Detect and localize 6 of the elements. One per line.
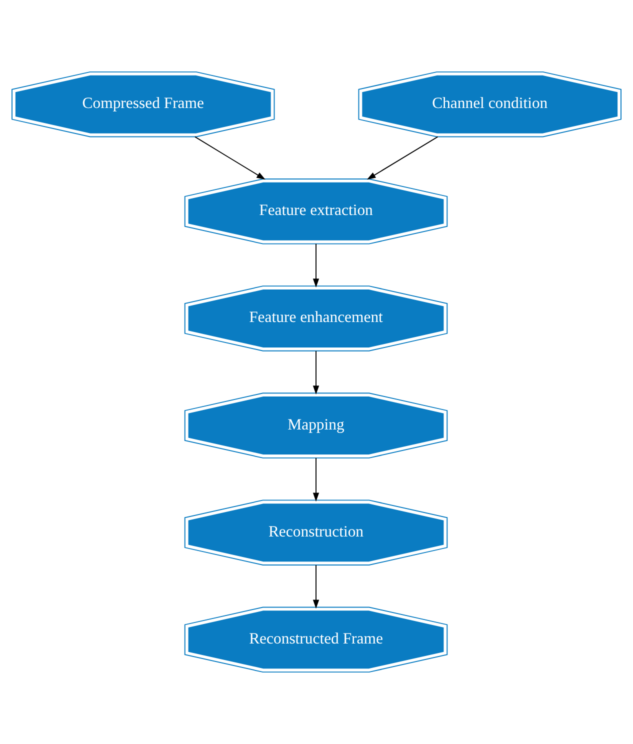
arrow	[194, 136, 266, 180]
arrow	[366, 136, 438, 180]
arrow	[312, 350, 320, 395]
arrow	[312, 458, 320, 502]
arrow	[312, 564, 320, 609]
arrow	[312, 243, 320, 288]
